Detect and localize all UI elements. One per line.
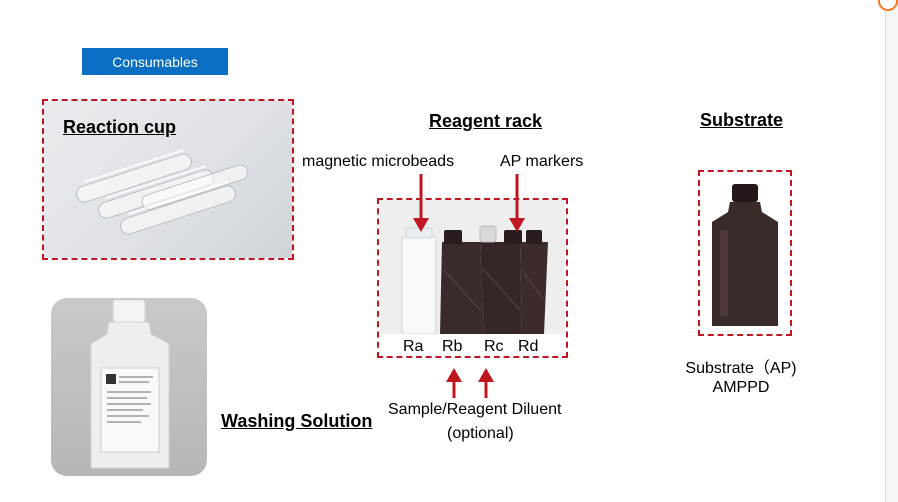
reagent-rack-frame	[377, 198, 568, 358]
reaction-cup-photo	[44, 100, 292, 258]
reagent-rack-photo	[380, 200, 565, 356]
slot-label-rb: Rb	[442, 338, 463, 355]
washing-bottle-image	[90, 299, 170, 469]
washing-solution-title: Washing Solution	[221, 411, 373, 431]
reagent-rack-title: Reagent rack	[429, 111, 543, 131]
substrate-type-label: Substrate（AP)	[685, 360, 797, 377]
reaction-cup-title: Reaction cup	[63, 117, 177, 137]
ap-markers-label: AP markers	[500, 153, 584, 170]
substrate-title: Substrate	[700, 110, 784, 130]
consumables-tag: Consumables	[82, 48, 228, 75]
slot-label-ra: Ra	[403, 338, 424, 355]
optional-label: (optional)	[447, 425, 514, 442]
diluent-label: Sample/Reagent Diluent	[388, 401, 562, 418]
washing-solution-photo	[51, 298, 207, 476]
substrate-bottle-image	[712, 184, 778, 326]
slot-label-rc: Rc	[484, 338, 504, 355]
slot-label-rd: Rd	[518, 338, 539, 355]
callout-arrows	[413, 174, 525, 398]
substrate-frame	[698, 170, 792, 336]
substrate-name-label: AMPPD	[712, 379, 770, 396]
slide-edge	[885, 0, 898, 502]
reagent-rack-image	[380, 200, 565, 356]
magnetic-microbeads-label: magnetic microbeads	[302, 153, 455, 170]
reaction-cup-image	[76, 149, 249, 235]
reaction-cup-frame	[42, 99, 294, 260]
